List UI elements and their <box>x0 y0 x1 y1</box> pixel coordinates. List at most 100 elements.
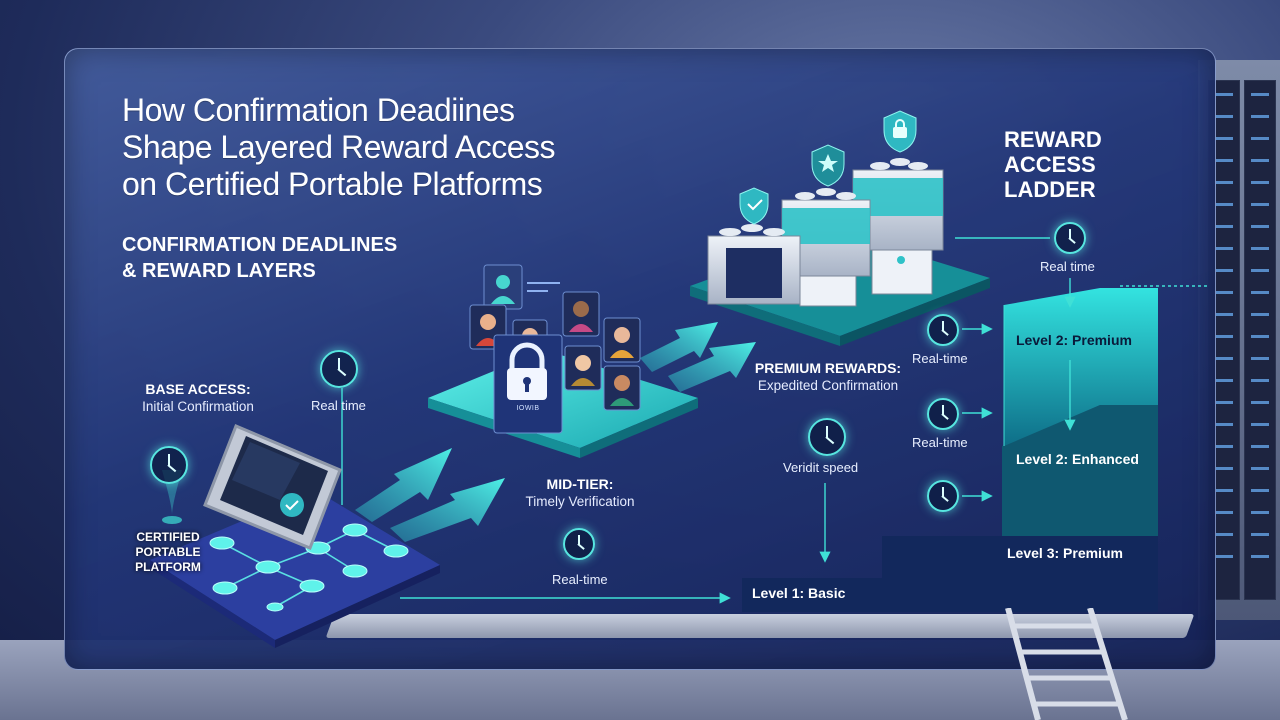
rack-led <box>1251 313 1269 316</box>
premium-rewards-title: PREMIUM REWARDS: <box>754 360 902 376</box>
rack-led <box>1215 423 1233 426</box>
rack-led <box>1215 401 1233 404</box>
rack-led <box>1251 115 1269 118</box>
rack-led <box>1215 511 1233 514</box>
star-shield-icon <box>811 144 845 187</box>
realtime-label-ladder-top: Real time <box>1040 259 1095 274</box>
base-access-label: BASE ACCESS: Initial Confirmation <box>128 381 268 415</box>
premium-rewards-label: PREMIUM REWARDS: Expedited Confirmation <box>742 360 914 394</box>
server-rack-right <box>1244 80 1276 600</box>
user-avatar-icon <box>483 264 523 310</box>
title-line: Shape Layered Reward Access <box>122 129 555 165</box>
lock-icon <box>493 334 563 434</box>
rack-led <box>1251 423 1269 426</box>
user-avatar-icon <box>562 291 600 337</box>
ladder-icon <box>1005 608 1128 720</box>
rack-led <box>1215 313 1233 316</box>
clock-icon <box>927 314 959 346</box>
rack-led <box>1251 445 1269 448</box>
rack-led <box>1215 181 1233 184</box>
shield-icon <box>883 110 917 153</box>
ladder-title-line: Reward <box>1004 127 1102 152</box>
platform-label-line: PLATFORM <box>135 560 201 574</box>
mid-tier-label: MID-TIER: Timely Verification <box>505 476 655 510</box>
clock-icon <box>927 480 959 512</box>
rack-led <box>1215 555 1233 558</box>
treasure-chest-icon <box>852 158 944 295</box>
base-access-desc: Initial Confirmation <box>142 399 254 414</box>
rack-led <box>1251 379 1269 382</box>
mid-tier-desc: Timely Verification <box>525 494 635 509</box>
mid-tier-title: MID-TIER: <box>546 476 614 492</box>
rack-led <box>1215 379 1233 382</box>
rack-led <box>1251 225 1269 228</box>
rack-led <box>1251 467 1269 470</box>
rack-led <box>1251 489 1269 492</box>
clock-icon <box>1054 222 1086 254</box>
rack-led <box>1251 357 1269 360</box>
ladder-connectors <box>341 237 1210 604</box>
realtime-label-ladder-2: Real-time <box>912 435 968 450</box>
user-avatar-icon <box>603 365 641 411</box>
lock-badge-text: IOWIB <box>516 405 540 412</box>
server-racks <box>1198 60 1280 620</box>
rack-led <box>1215 203 1233 206</box>
user-avatar-icon <box>564 345 602 391</box>
ladder-title: Reward Access Ladder <box>1004 127 1102 202</box>
flow-arrows-lower <box>355 448 505 542</box>
rack-led <box>1251 533 1269 536</box>
clock-icon <box>320 350 358 388</box>
rack-led <box>1251 203 1269 206</box>
realtime-label-base: Real time <box>311 398 366 413</box>
verified-speed-label: Veridit speed <box>783 460 859 475</box>
ladder-title-line: Ladder <box>1004 177 1096 202</box>
title-line: How Confirmation Deadiines <box>122 92 515 128</box>
rack-led <box>1251 291 1269 294</box>
rack-led <box>1251 269 1269 272</box>
rack-led <box>1215 269 1233 272</box>
rack-led <box>1215 533 1233 536</box>
rack-led <box>1215 467 1233 470</box>
rack-led <box>1215 159 1233 162</box>
level-2-premium: Level 2: Premium <box>1016 332 1132 348</box>
rack-led <box>1215 335 1233 338</box>
clock-icon <box>808 418 846 456</box>
rack-led <box>1215 115 1233 118</box>
rack-led <box>1215 137 1233 140</box>
clock-icon <box>150 446 188 484</box>
user-avatar-cards <box>469 264 641 411</box>
platform-label-line: PORTABLE <box>135 545 201 559</box>
platform-base <box>150 490 440 648</box>
clock-icon <box>927 398 959 430</box>
rack-led <box>1215 225 1233 228</box>
tablet-icon <box>203 424 342 550</box>
premium-rewards-desc: Expedited Confirmation <box>757 378 899 393</box>
platform-label: CERTIFIED PORTABLE PLATFORM <box>120 530 216 575</box>
subtitle-line: Confirmation Deadlines <box>122 234 398 256</box>
level-3-premium: Level 3: Premium <box>1007 545 1123 561</box>
page-subtitle: Confirmation Deadlines & Reward Layers <box>122 232 397 284</box>
realtime-label-ladder-1: Real-time <box>912 351 968 366</box>
flow-arrows-upper <box>640 322 756 392</box>
level-2-enhanced: Level 2: Enhanced <box>1016 451 1139 467</box>
ladder-staircase <box>742 288 1158 612</box>
rack-led <box>1215 445 1233 448</box>
rack-led <box>1251 181 1269 184</box>
rack-led <box>1215 489 1233 492</box>
rack-led <box>1215 247 1233 250</box>
base-access-title: BASE ACCESS: <box>145 381 251 397</box>
subtitle-line: & Reward Layers <box>122 260 316 282</box>
rack-led <box>1251 401 1269 404</box>
rack-led <box>1251 93 1269 96</box>
ladder-title-line: Access <box>1004 152 1096 177</box>
page-title: How Confirmation Deadiines Shape Layered… <box>122 92 555 203</box>
title-line: on Certified Portable Platforms <box>122 166 543 202</box>
rack-led <box>1251 159 1269 162</box>
clock-icon <box>563 528 595 560</box>
rack-led <box>1251 247 1269 250</box>
rack-led <box>1251 511 1269 514</box>
rack-led <box>1215 357 1233 360</box>
rack-led <box>1251 137 1269 140</box>
level-1-basic: Level 1: Basic <box>752 585 846 601</box>
